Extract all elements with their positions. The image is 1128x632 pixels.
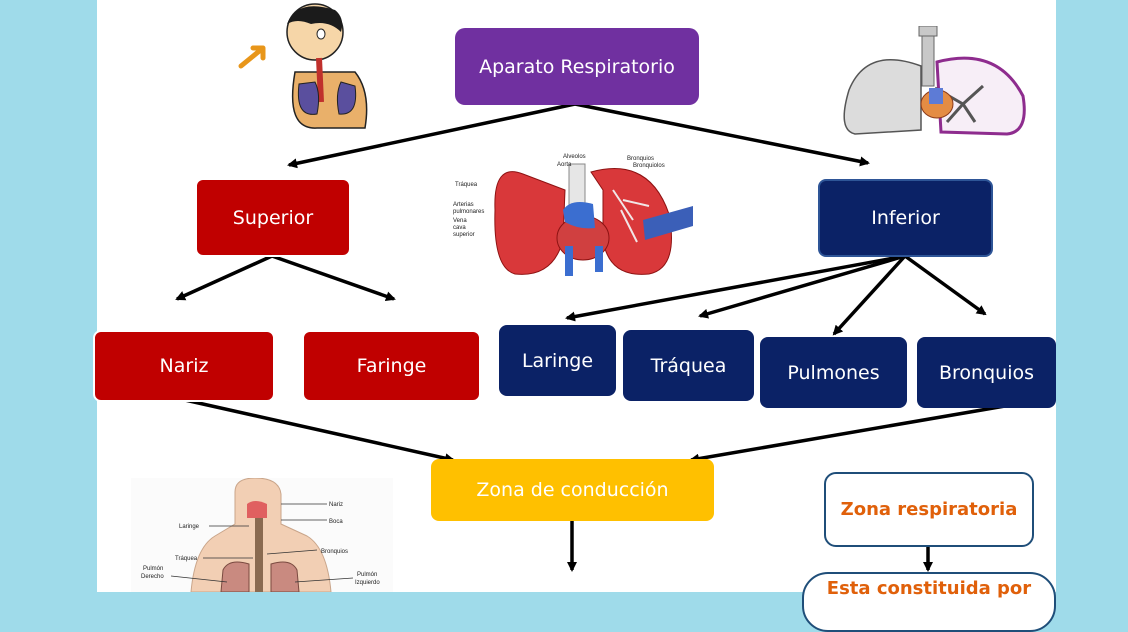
arrow-title-superior <box>287 102 576 169</box>
zona-conduccion-box: Zona de conducción <box>431 459 714 521</box>
heart-lungs-illustration: Alveolos Aorta Bronquios Bronquiolos Trá… <box>453 154 693 276</box>
bronquios-box: Bronquios <box>917 337 1056 408</box>
heart-label-alveolos: Alveolos <box>563 154 586 160</box>
arrow-inferior-laringe <box>565 254 906 322</box>
inferior-box: Inferior <box>818 179 993 257</box>
laringe-label: Laringe <box>521 349 594 372</box>
heart-label-bronquiolos: Bronquiolos <box>633 163 665 169</box>
arrow-bronquios-zona <box>689 404 1006 464</box>
heart-label-bronquios: Bronquios <box>627 156 654 162</box>
superior-label: Superior <box>232 206 314 229</box>
arrow-nariz-zona <box>184 398 455 464</box>
faringe-label: Faringe <box>356 355 427 377</box>
body-label-nariz: Nariz <box>329 502 343 508</box>
body-label-traquea: Tráquea <box>175 556 198 562</box>
arrow-inferior-bronquios <box>903 254 987 316</box>
lung-anatomy-illustration <box>843 26 1026 136</box>
diagram-canvas: Aparato Respiratorio Superior Inferior N… <box>93 0 1056 632</box>
body-label-bronquios: Bronquios <box>321 549 348 555</box>
nariz-box: Nariz <box>93 330 275 402</box>
inferior-label: Inferior <box>871 207 940 229</box>
body-label-laringe: Laringe <box>179 524 200 530</box>
heart-label-vena: Vena <box>453 218 467 224</box>
heart-label-pulmonares: pulmonares <box>453 209 484 215</box>
pulmones-box: Pulmones <box>760 337 907 408</box>
body-label-pulmon-derecho-1: Pulmón <box>143 566 163 572</box>
esta-constituida-label: Esta constituida por <box>826 578 1032 599</box>
esta-constituida-box: Esta constituida por <box>802 572 1056 632</box>
connector-arrows <box>175 102 1006 572</box>
pulmones-label: Pulmones <box>787 361 880 384</box>
zona-conduccion-label: Zona de conducción <box>476 479 669 501</box>
zona-respiratoria-label: Zona respiratoria <box>840 499 1018 520</box>
title-label: Aparato Respiratorio <box>479 55 675 78</box>
heart-label-cava: cava <box>453 225 466 231</box>
breathing-person-illustration <box>238 3 368 129</box>
title-box: Aparato Respiratorio <box>455 28 699 105</box>
body-label-pulmon-izquierdo-2: Izquierdo <box>355 580 380 586</box>
body-respiratory-illustration: Nariz Boca Laringe Tráquea Bronquios Pul… <box>131 478 393 592</box>
bronquios-label: Bronquios <box>939 361 1034 384</box>
arrow-title-inferior <box>574 102 870 167</box>
nariz-label: Nariz <box>159 355 209 377</box>
body-label-boca: Boca <box>329 519 343 525</box>
superior-box: Superior <box>195 178 351 257</box>
heart-label-traquea: Tráquea <box>455 182 478 188</box>
heart-label-arterias: Arterias <box>453 202 474 208</box>
arrow-inferior-traquea <box>698 254 906 319</box>
arrow-superior-faringe <box>271 254 396 302</box>
arrow-superior-nariz <box>175 254 273 301</box>
arrow-inferior-pulmones <box>832 254 907 336</box>
body-label-pulmon-derecho-2: Derecho <box>141 574 164 580</box>
zona-respiratoria-box: Zona respiratoria <box>824 472 1034 547</box>
laringe-box: Laringe <box>499 325 616 396</box>
heart-label-aorta: Aorta <box>557 162 572 168</box>
heart-label-superior: superior <box>453 232 475 238</box>
traquea-label: Tráquea <box>650 354 727 377</box>
body-label-pulmon-izquierdo-1: Pulmón <box>357 572 377 578</box>
traquea-box: Tráquea <box>623 330 754 401</box>
faringe-box: Faringe <box>302 330 481 402</box>
